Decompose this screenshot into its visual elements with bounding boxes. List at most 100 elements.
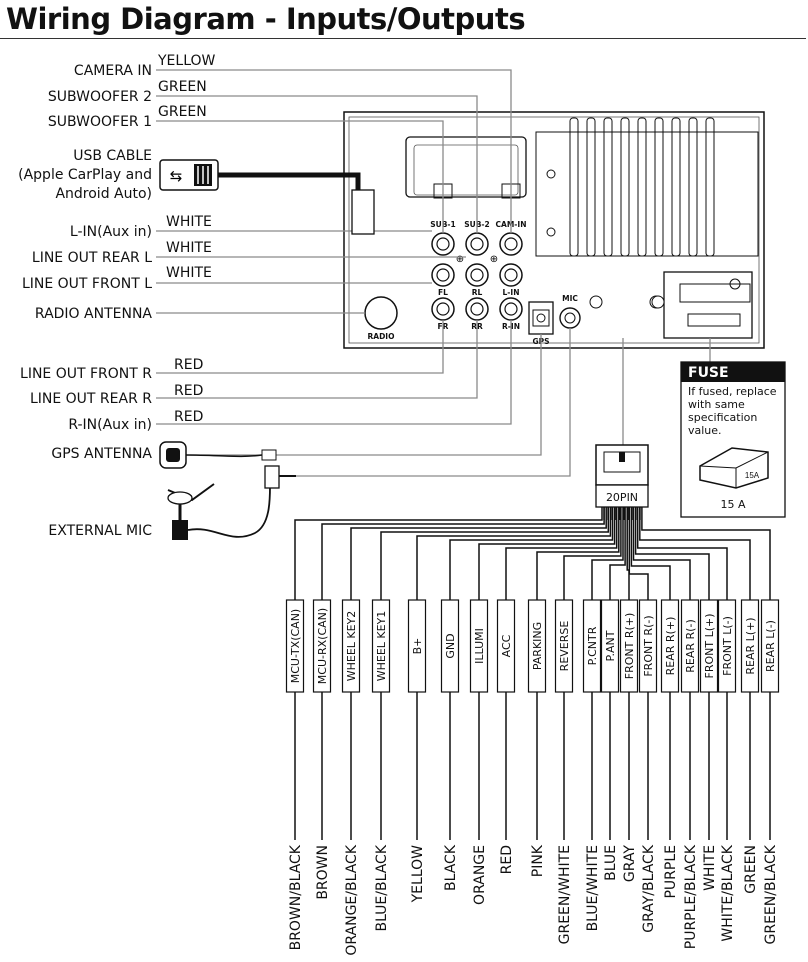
pin-function-label: ILLUMI	[473, 628, 486, 664]
left-label: SUBWOOFER 1	[48, 114, 152, 130]
wire-color-label: RED	[499, 845, 515, 874]
wire-color-label: PURPLE	[663, 845, 679, 899]
wire-color-label: ORANGE/BLACK	[344, 844, 360, 955]
harness-wire	[641, 507, 771, 600]
harness-wire	[505, 507, 618, 600]
wire-color-label: GREEN/WHITE	[557, 845, 573, 944]
wire-color-label: GREEN	[743, 845, 759, 894]
pin-function-label: WHEEL KEY2	[345, 611, 358, 682]
harness-wire	[626, 507, 630, 600]
jack-label-rl: RL	[472, 288, 483, 297]
pin-function-label: P.ANT	[604, 630, 617, 661]
page-title: Wiring Diagram - Inputs/Outputs	[6, 2, 526, 36]
jack-label-fl: FL	[438, 288, 448, 297]
pin-function-label: B+	[411, 638, 424, 655]
left-label: R-IN(Aux in)	[68, 417, 152, 433]
harness-wire	[632, 507, 691, 600]
pin-function-label: MCU-TX(CAN)	[289, 609, 302, 683]
jack-label-radio: RADIO	[368, 332, 395, 341]
left-label: LINE OUT FRONT R	[20, 366, 152, 382]
jack-label-mic: MIC	[562, 294, 578, 303]
harness-wire	[350, 507, 607, 600]
wire-color-label: BROWN/BLACK	[288, 844, 304, 950]
harness-wire	[380, 507, 610, 600]
pin-function-label: MCU-RX(CAN)	[316, 608, 329, 684]
screw-mark: ⊕	[456, 254, 464, 265]
left-label: RADIO ANTENNA	[35, 306, 153, 322]
left-label: EXTERNAL MIC	[48, 523, 152, 539]
harness-wire	[591, 507, 624, 600]
harness-connector-20pin: 20PIN	[595, 444, 649, 508]
jack-label-lin: L-IN	[503, 288, 520, 297]
pin-function-label: REVERSE	[558, 621, 571, 672]
harness-wire	[636, 507, 728, 600]
wire-color-label: BLACK	[443, 844, 459, 891]
harness-wire	[294, 507, 603, 600]
rca-jack-rl: RL	[465, 263, 489, 297]
wire-color-label: GREEN	[158, 104, 207, 120]
gps-antenna-icon	[159, 441, 277, 469]
wire-color-label: GRAY/BLACK	[641, 844, 657, 933]
pin-function-label: REAR R(+)	[664, 617, 677, 676]
harness-wire	[639, 507, 751, 600]
wire-color-label: GREEN	[158, 79, 207, 95]
wire-color-label: GRAY	[622, 845, 638, 882]
wire-color-label: YELLOW	[410, 845, 426, 904]
title-rule	[0, 38, 806, 39]
wire-color-label: BLUE	[603, 845, 619, 881]
fuse-rating: 15 A	[720, 498, 745, 511]
left-label: LINE OUT REAR R	[30, 391, 152, 407]
wire-color-label: BROWN	[315, 845, 331, 900]
harness-wire	[536, 507, 620, 600]
pin-function-label: FRONT R(+)	[623, 613, 636, 680]
pin-function-label: REAR R(-)	[684, 619, 697, 672]
blade-fuse-icon: 15A	[699, 447, 769, 489]
rca-connection-lines	[156, 69, 711, 477]
left-label: SUBWOOFER 2	[48, 89, 152, 105]
left-label: CAMERA IN	[74, 63, 152, 79]
fuse-blade-mark: 15A	[745, 471, 760, 480]
usb-cable: ⇆	[159, 159, 375, 235]
wire-color-label: WHITE	[166, 265, 212, 281]
wire-color-label: RED	[174, 383, 203, 399]
pin-function-label: PARKING	[531, 622, 544, 670]
pin-function-label: FRONT L(+)	[703, 613, 716, 678]
left-label: LINE OUT REAR L	[32, 250, 152, 266]
wire-color-label: BLUE/WHITE	[585, 845, 601, 931]
harness-wire	[449, 507, 614, 600]
pin-function-label: WHEEL KEY1	[375, 611, 388, 682]
mic-socket: MIC	[559, 294, 581, 329]
pin-function-label: REAR L(+)	[744, 617, 757, 674]
left-label: LINE OUT FRONT L	[22, 276, 152, 292]
wire-color-label: PURPLE/BLACK	[683, 844, 699, 949]
pin-function-label: GND	[444, 633, 457, 658]
wire-color-label: WHITE	[702, 845, 718, 891]
connector-label: 20PIN	[606, 491, 638, 504]
harness-wire	[630, 507, 671, 600]
radio-antenna-socket: RADIO	[364, 296, 398, 341]
heat-sink-fins	[569, 117, 715, 257]
pin-function-label: FRONT R(-)	[642, 615, 655, 676]
pin-function-label: FRONT L(-)	[721, 616, 734, 676]
wire-color-label: RED	[174, 409, 203, 425]
harness-wire	[634, 507, 710, 600]
rca-jack-fl: FL	[431, 263, 455, 297]
pin-function-label: P.CNTR	[586, 626, 599, 665]
rca-jack-lin: L-IN	[499, 263, 523, 297]
head-unit-rear-panel	[343, 111, 765, 349]
wire-harness: MCU-TX(CAN) BROWN/BLACK MCU-RX(CAN) BROWN WH…	[285, 507, 780, 956]
harness-wire	[478, 507, 616, 600]
harness-wire	[416, 507, 612, 600]
harness-wire	[563, 507, 622, 600]
external-mic-icon	[167, 465, 296, 540]
wire-color-label: PINK	[530, 844, 546, 877]
fuse-heading: FUSE	[688, 365, 729, 381]
harness-wire	[628, 507, 649, 600]
usb-icon: ⇆	[170, 168, 183, 185]
wire-color-label: WHITE	[166, 214, 212, 230]
